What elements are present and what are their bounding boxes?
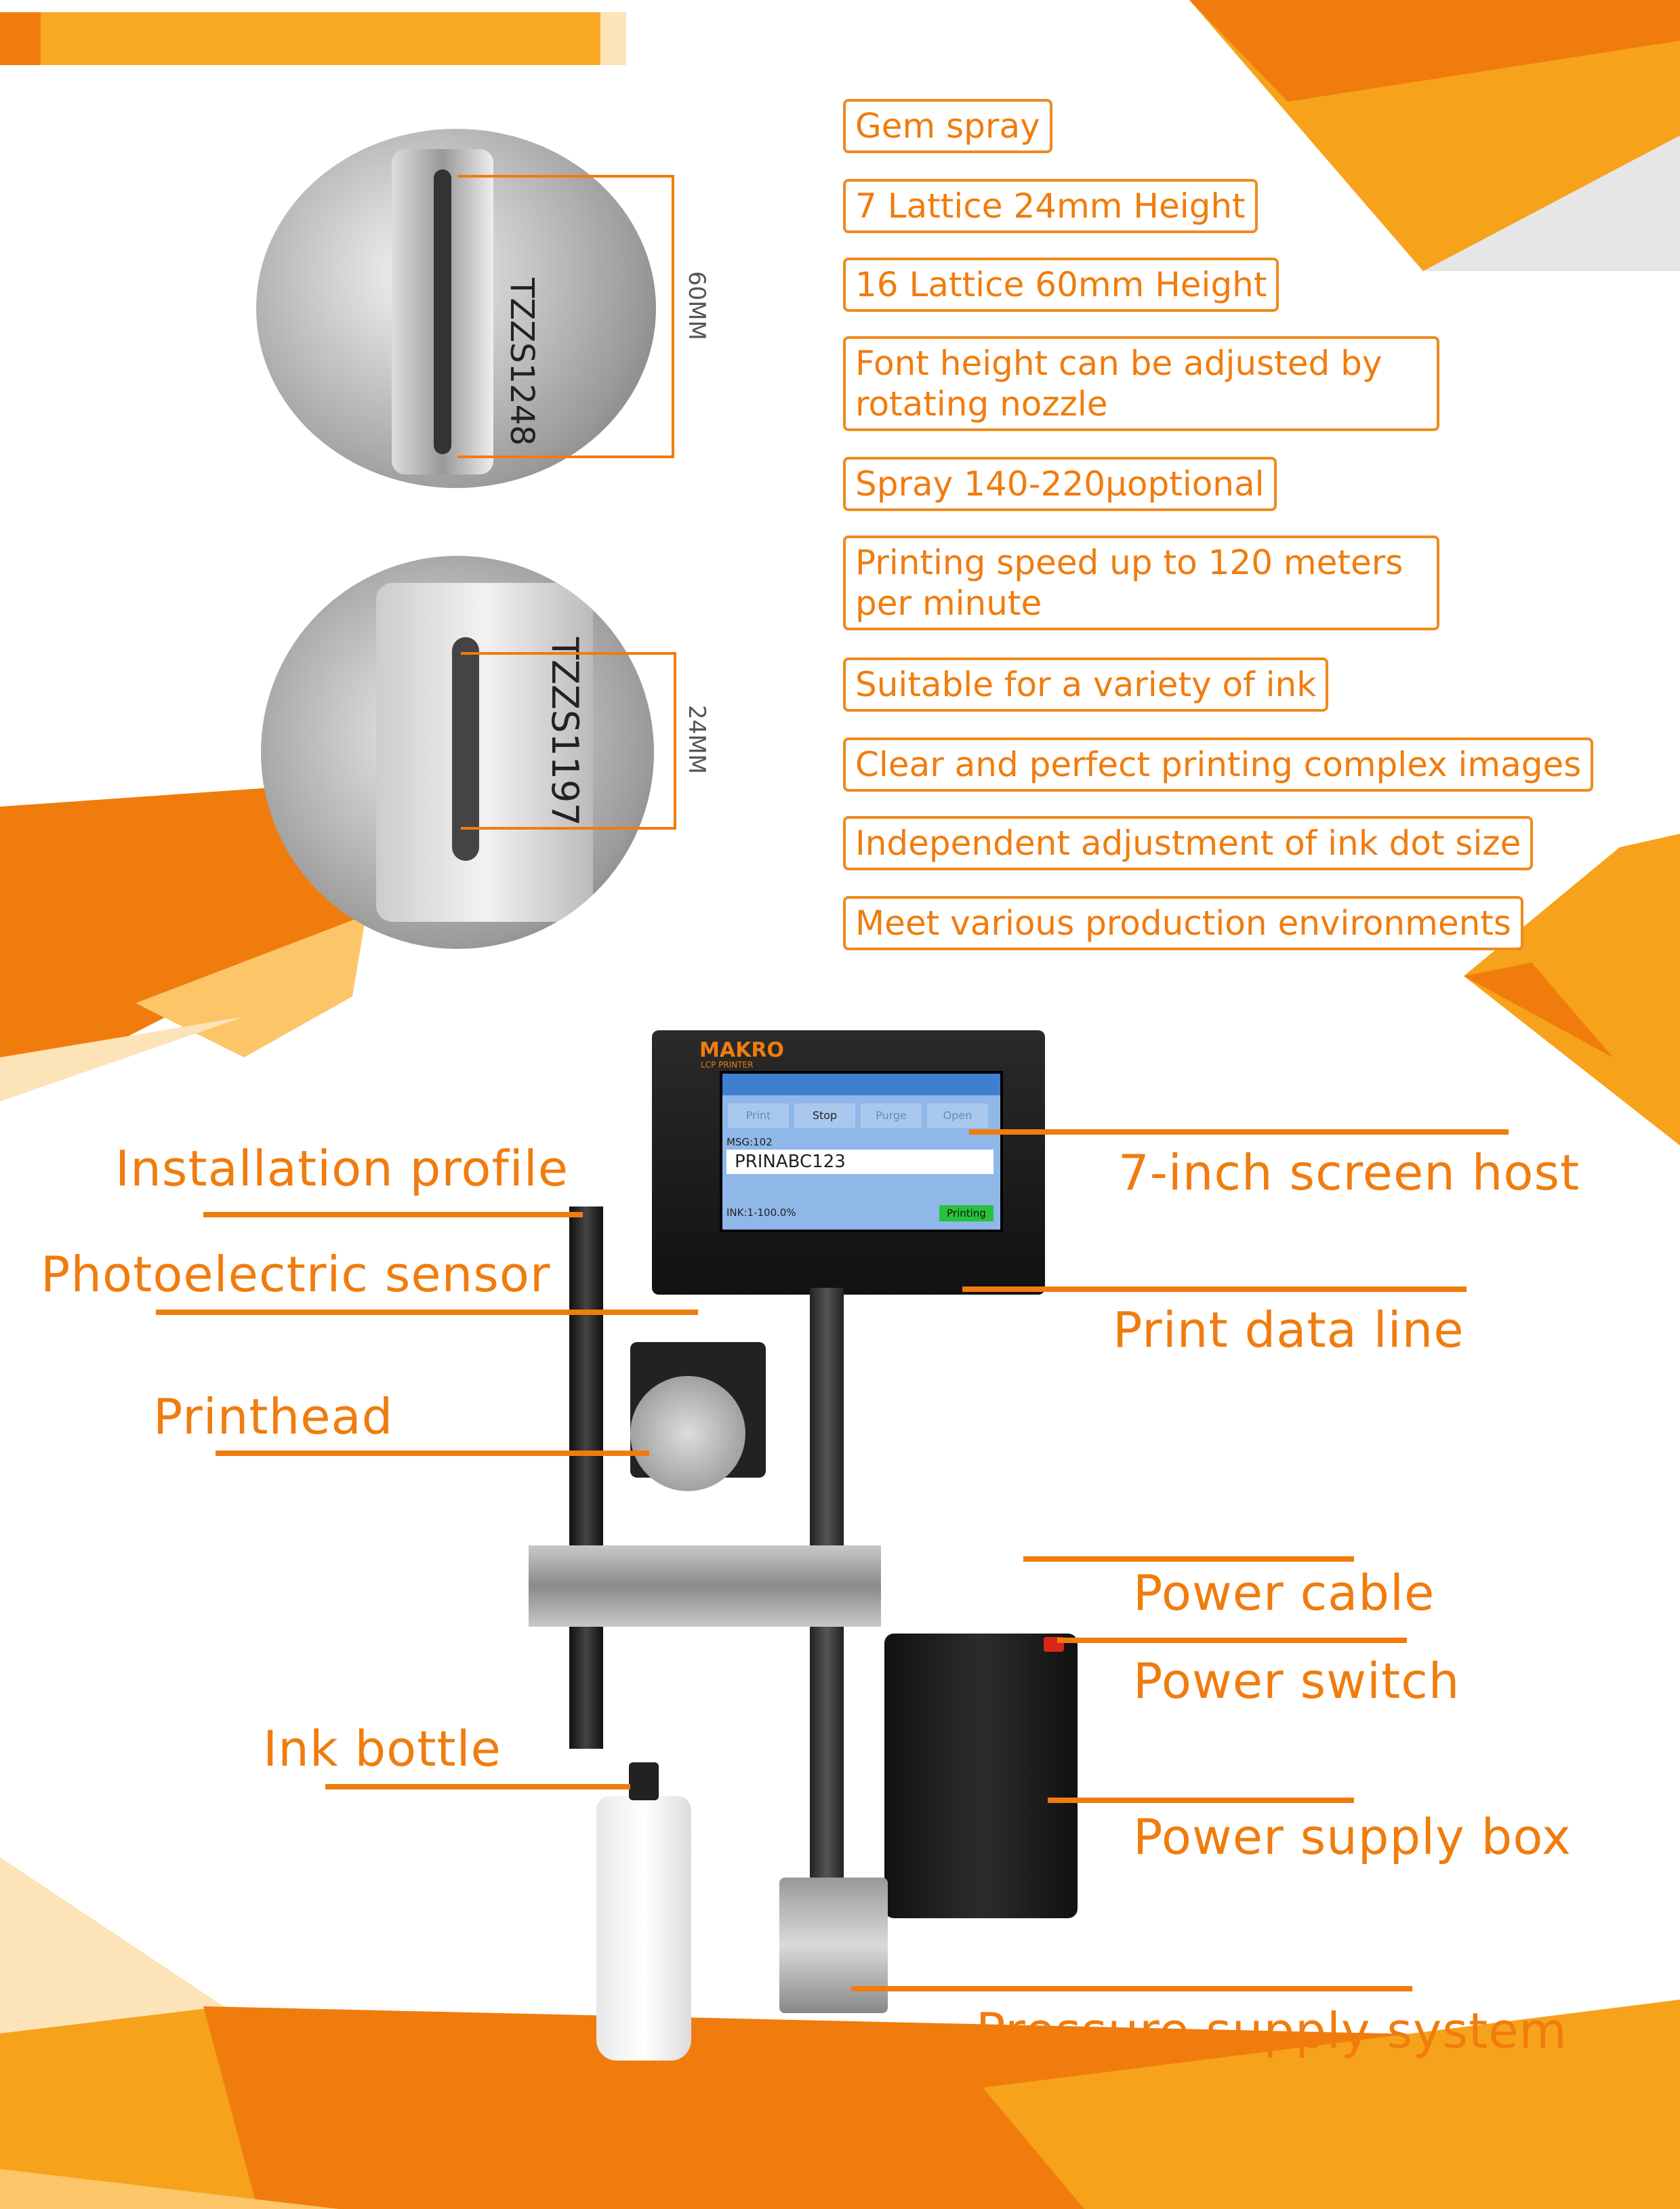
leader-printhead bbox=[216, 1451, 649, 1456]
installation-profile-bar bbox=[569, 1207, 603, 1749]
dimension-bracket-24 bbox=[461, 652, 676, 830]
screen-print-button[interactable]: Print bbox=[728, 1103, 789, 1128]
leader-print-data-line bbox=[962, 1286, 1467, 1292]
callout-power-supply-box: Power supply box bbox=[1133, 1808, 1572, 1865]
feature-ink-variety: Suitable for a variety of ink bbox=[843, 657, 1329, 712]
nozzle-photo-top: TZZS1248 bbox=[256, 129, 656, 488]
feature-font-height: Font height can be adjusted by rotating … bbox=[843, 336, 1439, 431]
nozzle-slot bbox=[434, 169, 451, 454]
screen-toolbar bbox=[722, 1074, 1000, 1095]
feature-dot-size: Independent adjustment of ink dot size bbox=[843, 816, 1534, 870]
screen-text-field[interactable]: PRINABC123 bbox=[726, 1150, 993, 1174]
callout-installation-profile: Installation profile bbox=[115, 1140, 569, 1197]
callout-photoelectric-sensor: Photoelectric sensor bbox=[41, 1246, 551, 1303]
feature-printing-speed: Printing speed up to 120 meters per minu… bbox=[843, 535, 1439, 630]
screen-host: MAKRO LCP PRINTER Print Stop Purge Open … bbox=[652, 1030, 1045, 1295]
dimension-label-60: 60MM bbox=[683, 271, 710, 340]
ink-bottle-cap bbox=[629, 1762, 659, 1800]
leader-screen-host bbox=[969, 1129, 1509, 1135]
feature-spray-range: Spray 140-220μoptional bbox=[843, 457, 1277, 511]
callout-pressure-supply: Pressure supply system bbox=[976, 2002, 1568, 2059]
nozzle-slot bbox=[452, 637, 479, 861]
leader-photoelectric-sensor bbox=[156, 1310, 698, 1315]
feature-gem-spray: Gem spray bbox=[843, 99, 1052, 153]
touch-screen[interactable]: Print Stop Purge Open MSG:102 PRINABC123… bbox=[720, 1071, 1003, 1232]
callout-ink-bottle: Ink bottle bbox=[263, 1720, 501, 1777]
dimension-bracket-60 bbox=[457, 175, 674, 458]
screen-purge-button[interactable]: Purge bbox=[861, 1103, 922, 1128]
leader-installation-profile bbox=[203, 1212, 583, 1217]
screen-msg: MSG:102 bbox=[726, 1136, 773, 1148]
printhead-nozzle bbox=[630, 1376, 745, 1491]
screen-brand: MAKRO bbox=[699, 1038, 784, 1062]
feature-7-lattice: 7 Lattice 24mm Height bbox=[843, 179, 1258, 233]
leader-ink-bottle bbox=[325, 1784, 630, 1789]
screen-stop-button[interactable]: Stop bbox=[794, 1103, 855, 1128]
leader-pressure-supply bbox=[851, 1986, 1412, 1991]
pressure-pump bbox=[779, 1878, 888, 2013]
screen-ink-level: INK:1-100.0% bbox=[726, 1207, 796, 1219]
screen-status: Printing bbox=[939, 1205, 993, 1221]
leader-power-switch bbox=[1057, 1638, 1407, 1643]
callout-screen-host: 7-inch screen host bbox=[1118, 1144, 1580, 1201]
leader-power-supply-box bbox=[1048, 1798, 1354, 1803]
callout-power-cable: Power cable bbox=[1133, 1564, 1435, 1621]
screen-open-button[interactable]: Open bbox=[927, 1103, 988, 1128]
dimension-label-24: 24MM bbox=[683, 705, 710, 774]
callout-power-switch: Power switch bbox=[1133, 1653, 1460, 1709]
printer-machine: MAKRO LCP PRINTER Print Stop Purge Open … bbox=[529, 1024, 1091, 2061]
power-supply-box bbox=[884, 1634, 1078, 1918]
feature-16-lattice: 16 Lattice 60mm Height bbox=[843, 258, 1279, 312]
nozzle-photo-bottom: TZZS1197 bbox=[261, 556, 654, 949]
screen-brand-subtitle: LCP PRINTER bbox=[701, 1060, 754, 1070]
feature-production-env: Meet various production environments bbox=[843, 896, 1523, 950]
feature-complex-images: Clear and perfect printing complex image… bbox=[843, 737, 1594, 792]
ink-bottle bbox=[596, 1796, 691, 2061]
mount-bracket bbox=[529, 1545, 881, 1627]
leader-power-cable bbox=[1023, 1556, 1354, 1562]
callout-printhead: Printhead bbox=[153, 1388, 394, 1445]
nozzle-plate bbox=[376, 583, 593, 922]
callout-print-data-line: Print data line bbox=[1113, 1301, 1464, 1358]
